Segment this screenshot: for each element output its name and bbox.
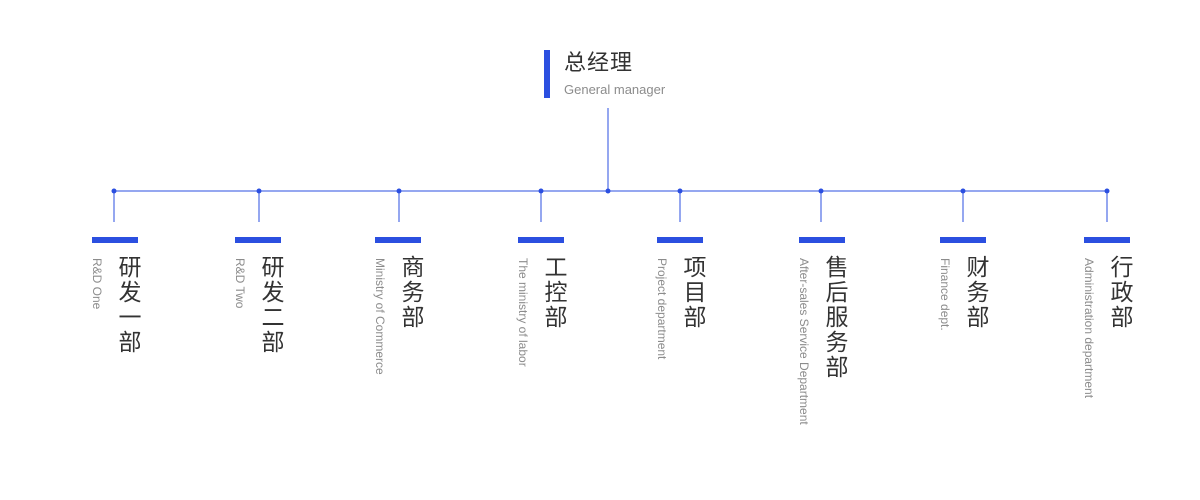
department-node: R&D One 研发一部 xyxy=(90,237,140,477)
department-name-en: Ministry of Commerce xyxy=(373,258,387,375)
department-name-zh: 商务部 xyxy=(397,255,423,330)
department-accent-bar xyxy=(1084,237,1130,243)
department-name-en: Administration department xyxy=(1082,258,1096,399)
department-name-zh: 工控部 xyxy=(540,255,566,330)
department-node: R&D Two 研发二部 xyxy=(233,237,283,477)
department-node: Administration department 行政部 xyxy=(1082,237,1132,477)
department-name-zh: 财务部 xyxy=(962,255,988,330)
junction-dot xyxy=(677,188,683,194)
department-name-en: R&D Two xyxy=(233,258,247,309)
department-connectors xyxy=(111,188,1110,222)
department-node: Project department 项目部 xyxy=(655,237,705,477)
department-name-en: Project department xyxy=(655,258,669,360)
department-name-zh: 研发一部 xyxy=(114,255,140,355)
department-name-zh: 项目部 xyxy=(679,255,705,330)
department-node: The ministry of labor 工控部 xyxy=(516,237,566,477)
junction-dot xyxy=(818,188,824,194)
root-subtitle: General manager xyxy=(564,82,666,97)
department-accent-bar xyxy=(375,237,421,243)
department-accent-bar xyxy=(657,237,703,243)
department-name-zh: 行政部 xyxy=(1106,255,1132,330)
department-accent-bar xyxy=(799,237,845,243)
junction-dot xyxy=(960,188,966,194)
department-name-en: R&D One xyxy=(90,258,104,310)
junction-dot xyxy=(111,188,117,194)
root-junction-dot xyxy=(605,188,611,194)
junction-dot xyxy=(256,188,262,194)
junction-dot xyxy=(1104,188,1110,194)
department-node: Ministry of Commerce 商务部 xyxy=(373,237,423,477)
department-accent-bar xyxy=(940,237,986,243)
department-node: Finance dept. 财务部 xyxy=(938,237,988,477)
junction-dot xyxy=(538,188,544,194)
root-accent-bar xyxy=(544,50,550,98)
department-name-zh: 研发二部 xyxy=(257,255,283,355)
department-accent-bar xyxy=(92,237,138,243)
department-name-en: After-sales Service Department xyxy=(797,258,811,425)
junction-dot xyxy=(396,188,402,194)
department-node: After-sales Service Department 售后服务部 xyxy=(797,237,847,477)
department-name-en: Finance dept. xyxy=(938,258,952,331)
department-accent-bar xyxy=(518,237,564,243)
department-name-en: The ministry of labor xyxy=(516,258,530,367)
department-name-zh: 售后服务部 xyxy=(821,255,847,380)
department-accent-bar xyxy=(235,237,281,243)
root-title: 总经理 xyxy=(564,51,634,76)
